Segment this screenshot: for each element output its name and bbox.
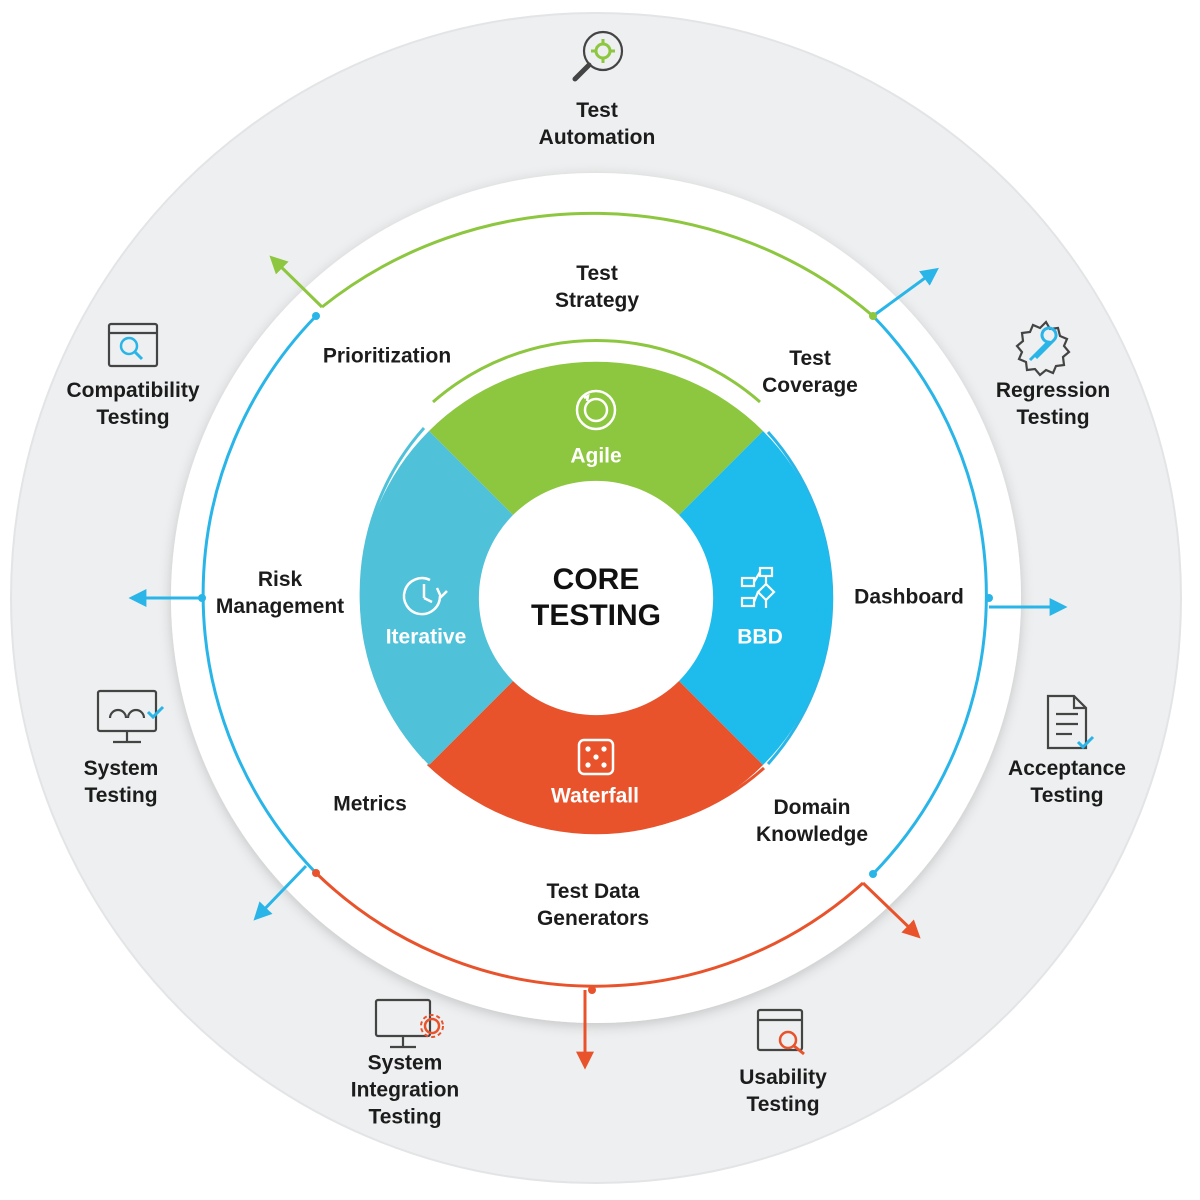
- inner-arc-green: [432, 338, 761, 404]
- label-line: Management: [215, 595, 345, 618]
- ring-dot: [312, 312, 320, 320]
- label-line: Generators: [536, 907, 650, 930]
- label-line: Testing: [368, 1105, 442, 1129]
- arrow-bottom-right: [861, 881, 921, 939]
- label-line: Regression: [995, 379, 1111, 402]
- browser-magnifier-icon: [107, 322, 159, 368]
- label-line: Testing: [84, 784, 158, 807]
- flowchart-icon: [740, 566, 776, 608]
- label-compatibility-testing: Compatibility Testing: [66, 377, 199, 431]
- label-test-strategy: Test Strategy: [555, 260, 639, 314]
- label-line: Domain: [773, 796, 851, 819]
- orange-ring-arc: [314, 871, 865, 988]
- label-line: Test: [789, 347, 831, 370]
- clock-icon: [402, 576, 448, 616]
- core-title: CORE TESTING: [531, 562, 661, 634]
- checklist-icon: [1046, 694, 1095, 750]
- monitor-gear-icon: [374, 998, 444, 1049]
- ring-dot: [198, 594, 206, 602]
- core-title-line-1: CORE: [552, 563, 640, 596]
- green-ring-arc: [321, 211, 874, 318]
- label-line: Knowledge: [755, 823, 869, 846]
- browser-search-icon: [756, 1008, 805, 1056]
- segment-label-waterfall: Waterfall: [551, 784, 639, 808]
- label-line: Dashboard: [854, 585, 964, 609]
- segment-label-agile: Agile: [570, 444, 622, 468]
- label-line: Metrics: [333, 792, 407, 816]
- segment-label-bbd: BBD: [737, 625, 783, 649]
- label-line: Usability: [739, 1066, 827, 1089]
- label-line: Testing: [1030, 784, 1104, 807]
- label-test-coverage: Test Coverage: [762, 345, 858, 399]
- arrow-top-left: [269, 255, 324, 309]
- label-line: Test: [576, 99, 618, 122]
- label-line: Automation: [538, 126, 656, 149]
- label-line: Strategy: [554, 289, 640, 312]
- ring-dot: [985, 594, 993, 602]
- ring-dot: [588, 986, 596, 994]
- label-test-data-generators: Test Data Generators: [537, 878, 649, 932]
- arrow-bottom-left: [253, 864, 308, 921]
- label-metrics: Metrics: [333, 791, 407, 818]
- label-line: Testing: [746, 1093, 820, 1116]
- label-prioritization: Prioritization: [323, 343, 451, 370]
- label-dashboard: Dashboard: [854, 584, 964, 611]
- label-line: Test Data: [546, 880, 640, 903]
- label-usability-testing: Usability Testing: [739, 1064, 827, 1118]
- label-line: Integration: [350, 1078, 460, 1102]
- label-line: Acceptance: [1008, 757, 1126, 780]
- dice-icon: [577, 738, 615, 776]
- arrow-top-right: [872, 267, 939, 318]
- core-circle: [480, 482, 712, 714]
- label-system-integration-testing: System Integration Testing: [351, 1050, 460, 1131]
- label-line: Testing: [96, 406, 170, 429]
- magnifier-gear-icon: [572, 30, 624, 82]
- gear-wrench-icon: [1015, 320, 1071, 377]
- ring-dot: [869, 870, 877, 878]
- core-title-line-2: TESTING: [530, 599, 662, 632]
- label-line: System: [367, 1051, 443, 1075]
- label-line: Compatibility: [66, 379, 200, 402]
- segment-label-iterative: Iterative: [385, 625, 467, 649]
- monitor-gauge-icon: [96, 689, 165, 744]
- segment-agile: [429, 361, 763, 515]
- label-acceptance-testing: Acceptance Testing: [1008, 755, 1126, 809]
- label-line: Coverage: [762, 374, 858, 397]
- label-test-automation: Test Automation: [539, 97, 656, 151]
- segment-iterative: [359, 431, 513, 765]
- cycle-icon: [575, 389, 617, 431]
- label-system-testing: System Testing: [84, 755, 159, 809]
- label-line: Risk: [257, 568, 303, 591]
- label-line: Test: [576, 262, 618, 285]
- label-line: System: [83, 757, 159, 780]
- label-risk-management: Risk Management: [216, 566, 344, 620]
- ring-dot: [869, 312, 877, 320]
- label-regression-testing: Regression Testing: [996, 377, 1110, 431]
- label-domain-knowledge: Domain Knowledge: [756, 794, 868, 848]
- label-line: Prioritization: [322, 344, 452, 368]
- label-line: Testing: [1016, 406, 1090, 429]
- ring-dot: [312, 869, 320, 877]
